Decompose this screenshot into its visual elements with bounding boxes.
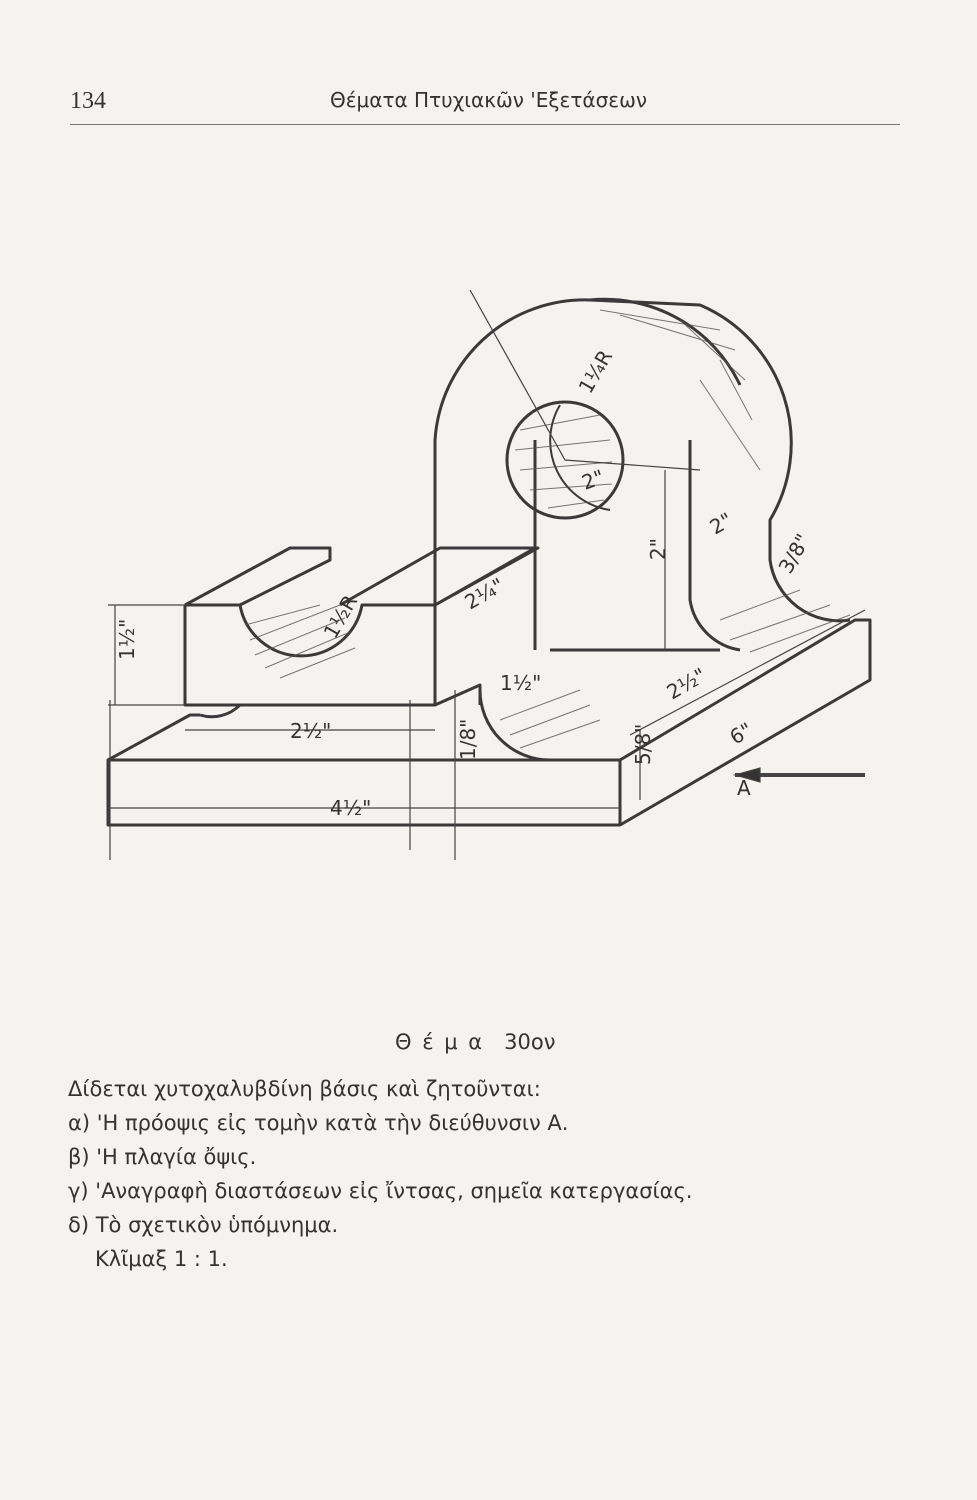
task-item: δ) Τὸ σχετικὸν ὑπόμνημα. bbox=[68, 1213, 339, 1237]
dim-hole-radius: 1¼R bbox=[574, 346, 618, 398]
bore-hole bbox=[505, 400, 625, 520]
dim-upright-thickness: 3/8" bbox=[774, 530, 815, 578]
dim-base-length: 4½" bbox=[330, 796, 371, 820]
dim-base-depth: 6" bbox=[726, 718, 757, 750]
view-arrow-label: A bbox=[737, 776, 751, 800]
base-plate bbox=[106, 618, 872, 827]
dim-block-depth: 2¼" bbox=[461, 573, 509, 614]
dim-hole-center-height: 2" bbox=[646, 538, 670, 560]
page-number: 134 bbox=[70, 88, 106, 114]
task-item: β) 'Η πλαγία ὄψις. bbox=[68, 1145, 257, 1169]
running-header: Θέματα Πτυχιακῶν 'Εξετάσεων bbox=[330, 88, 647, 112]
theme-number: 30ον bbox=[504, 1030, 556, 1054]
dim-saddle-radius: 1½R bbox=[319, 591, 363, 643]
dim-upright-depth: 2" bbox=[706, 508, 737, 540]
header-rule bbox=[70, 124, 900, 125]
task-item: α) 'Η πρόοψις εἰς τομὴν κατὰ τὴν διεύθυν… bbox=[68, 1111, 569, 1135]
task-item: γ) 'Αναγραφὴ διαστάσεων εἰς ἴντσας, σημε… bbox=[68, 1179, 693, 1203]
dim-gap: 1/8" bbox=[456, 719, 480, 760]
dim-hole-dia: 2" bbox=[579, 465, 608, 495]
dim-upright-offset: 2½" bbox=[663, 663, 711, 704]
upright bbox=[433, 297, 742, 605]
intro-line: Δίδεται χυτοχαλυβδίνη βάσις καὶ ζητοῦντα… bbox=[68, 1077, 541, 1101]
dim-fillet: 1½" bbox=[500, 671, 541, 695]
scale-line: Κλῖμαξ 1 : 1. bbox=[95, 1247, 228, 1271]
dim-block-height: 1½" bbox=[115, 619, 139, 660]
dim-block-width: 2½" bbox=[290, 719, 331, 743]
exercise-text: Δίδεται χυτοχαλυβδίνη βάσις καὶ ζητοῦντα… bbox=[68, 1072, 692, 1276]
exercise-title: Θ έ μ α 30ον bbox=[395, 1030, 555, 1054]
left-block bbox=[183, 546, 537, 707]
theme-label: Θ έ μ α bbox=[395, 1030, 485, 1054]
isometric-drawing: 1½" 2½" 4½" 1/8" 5/8" 6" 2½" 1½" 2¼" 1½R… bbox=[106, 289, 872, 860]
dim-base-height: 5/8" bbox=[631, 724, 655, 765]
